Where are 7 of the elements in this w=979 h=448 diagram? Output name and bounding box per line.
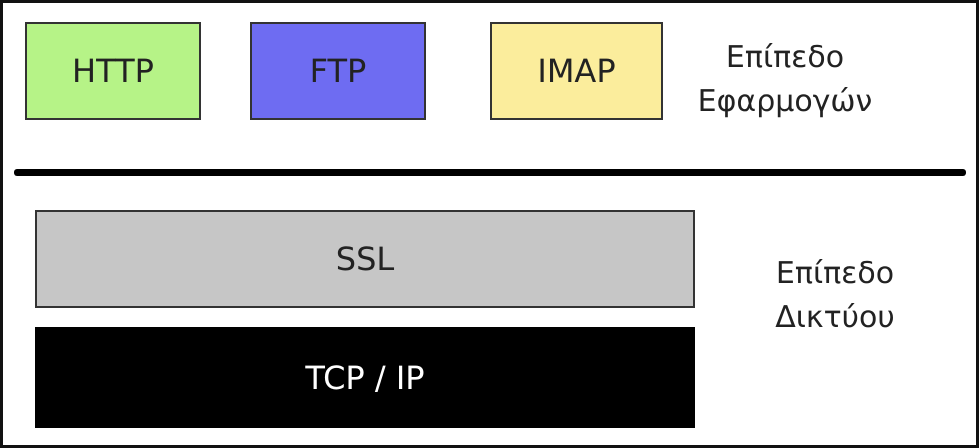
layer-box: TCP / IP: [35, 327, 695, 428]
layer-box: SSL: [35, 210, 695, 308]
protocol-box: HTTP: [25, 22, 201, 120]
layer-label: Επίπεδο Δικτύου: [774, 255, 896, 336]
layer-label: Επίπεδο Εφαρμογών: [696, 39, 874, 120]
protocol-box: IMAP: [490, 22, 663, 120]
protocol-box: FTP: [250, 22, 426, 120]
